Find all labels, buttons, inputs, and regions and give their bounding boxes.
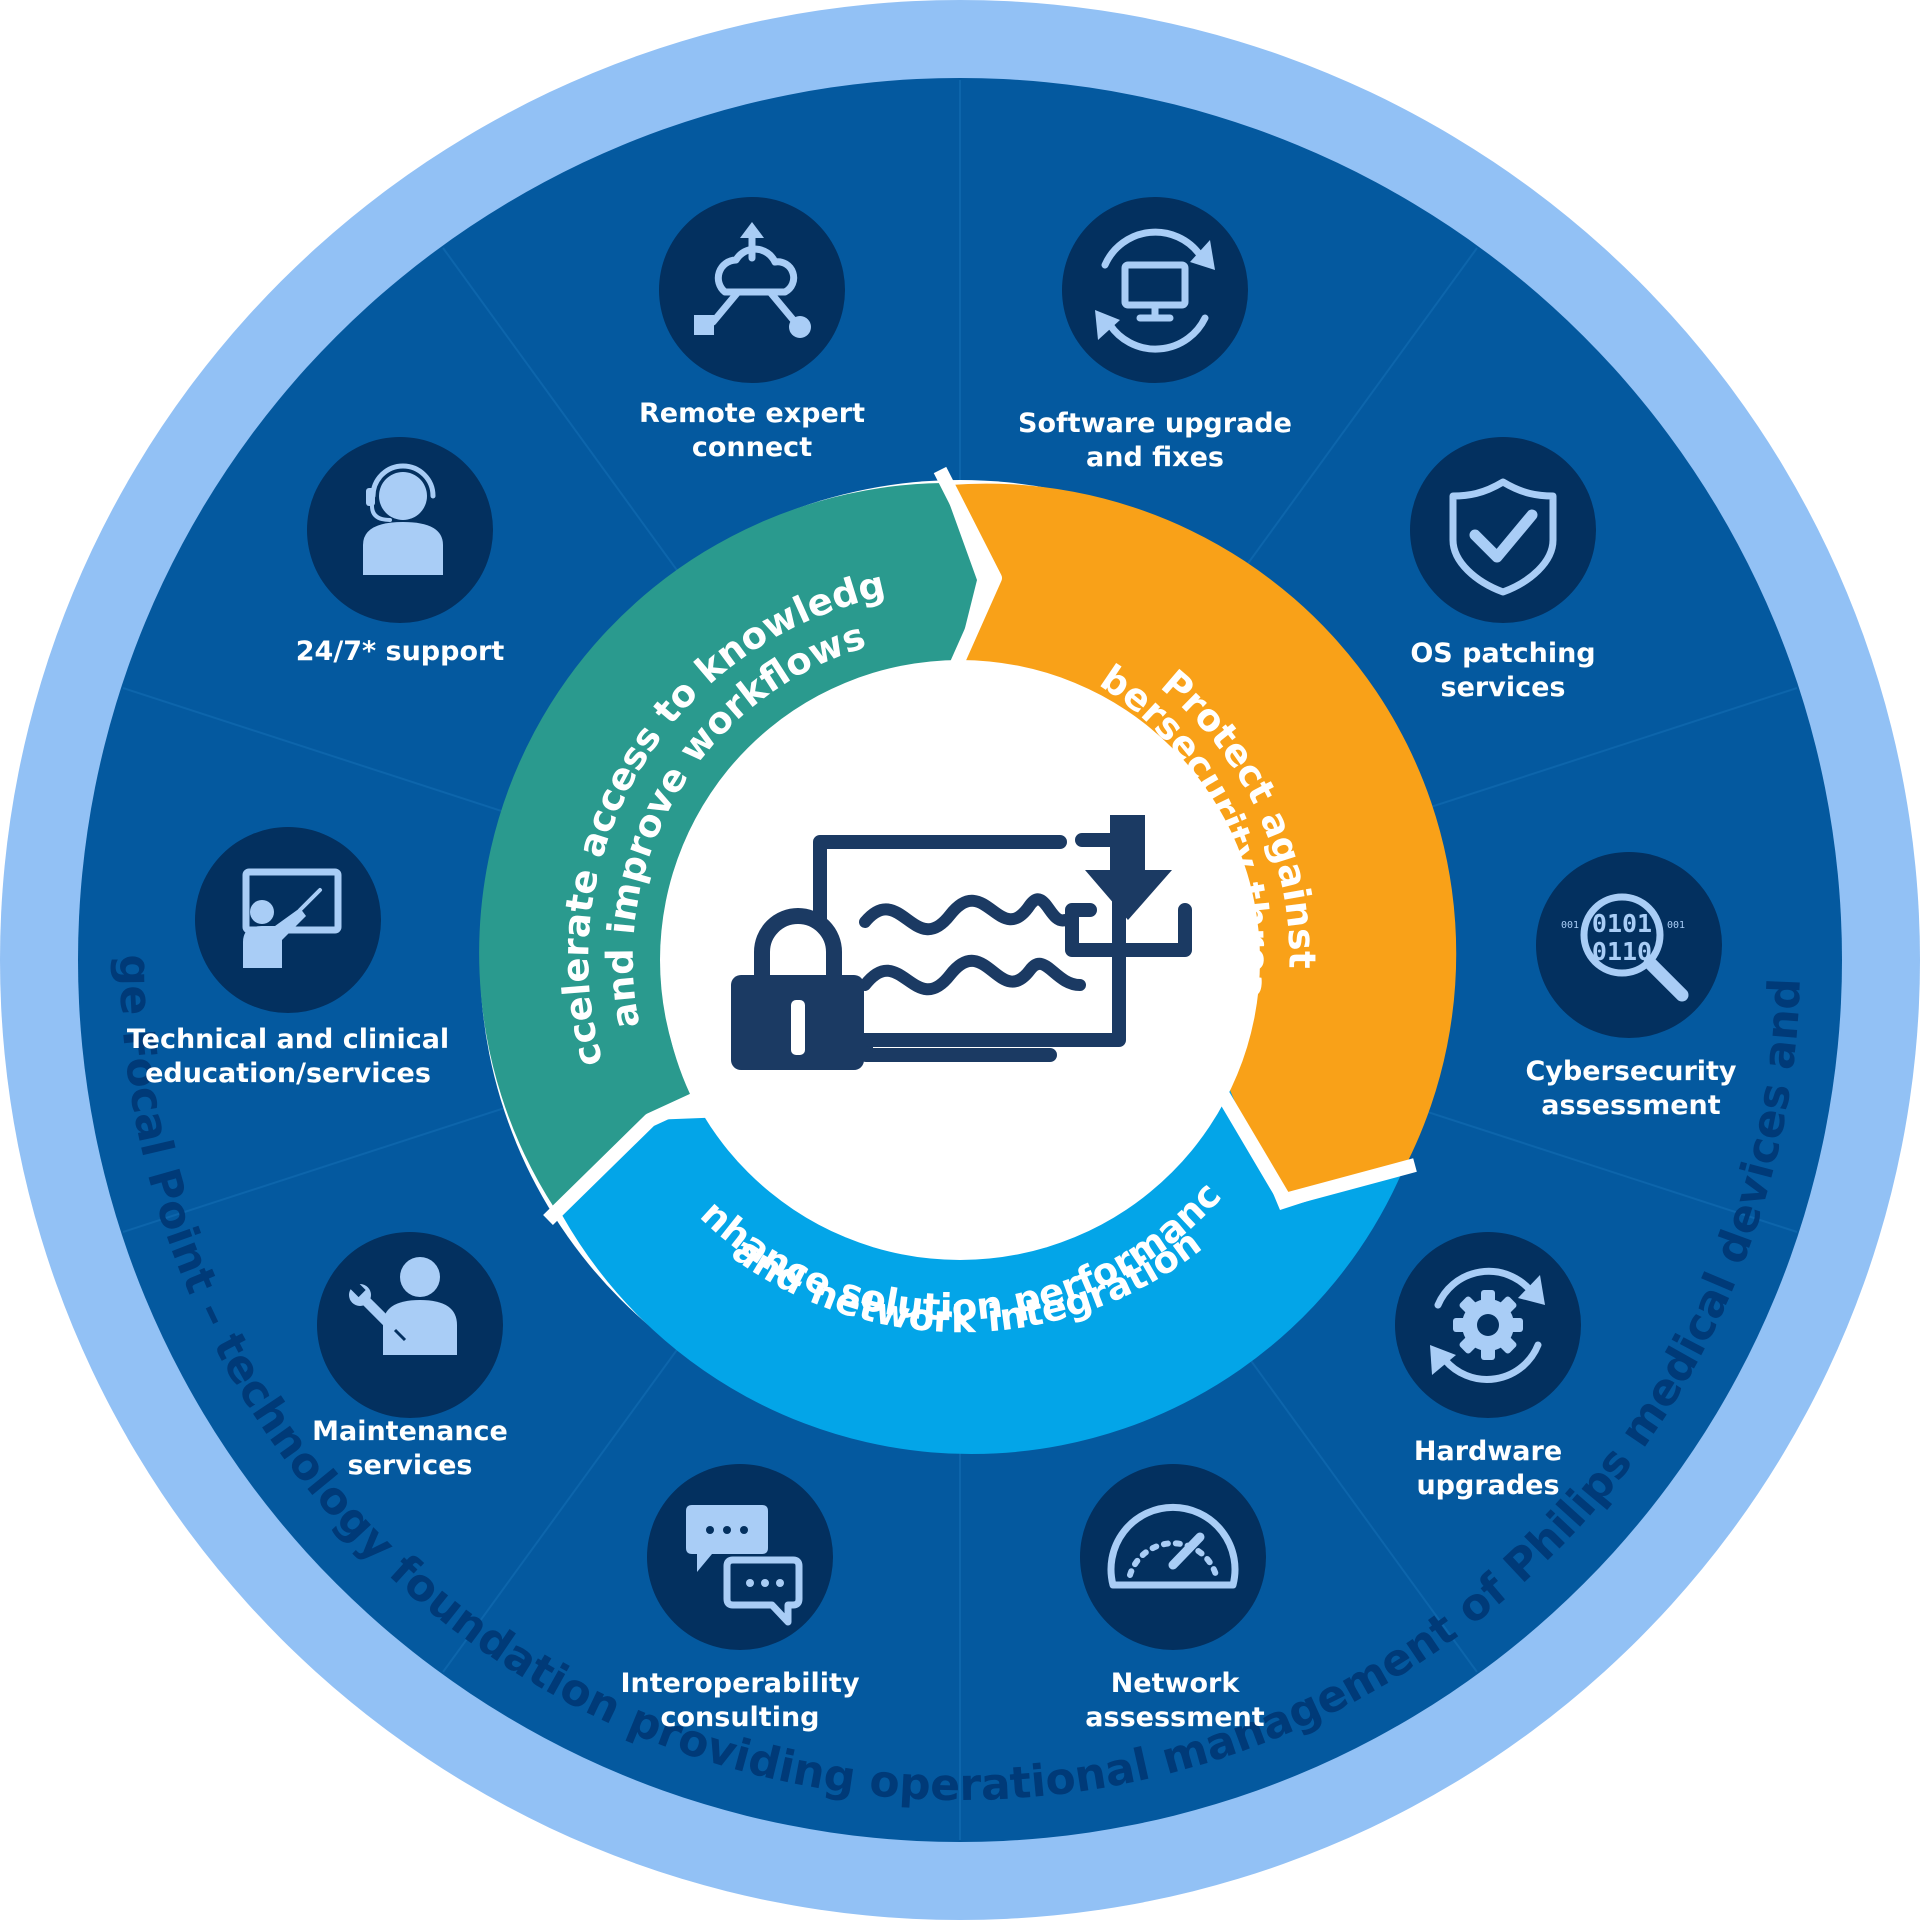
service-network-assessment[interactable]: Network assessment — [1080, 1464, 1266, 1733]
service-icon-circle — [1062, 197, 1248, 383]
person-wrench-icon — [349, 1257, 457, 1355]
service-label-line1: Network — [1111, 1668, 1241, 1699]
arc-knowledge — [479, 483, 977, 1209]
service-icon-circle — [1410, 437, 1596, 623]
service-maintenance[interactable]: Maintenance services — [312, 1232, 508, 1481]
arc-separators — [543, 466, 1417, 1225]
teacher-board-icon — [242, 868, 342, 968]
service-interoperability[interactable]: Interoperability consulting — [620, 1464, 860, 1733]
binary-row-2: 0110 — [1592, 937, 1652, 966]
binary-magnifier-icon: 0101 0110 001 001 — [1561, 893, 1689, 1002]
service-label-line2: education/services — [145, 1058, 431, 1089]
monitor-refresh-icon — [1095, 228, 1215, 353]
service-label-line1: Maintenance — [312, 1416, 508, 1447]
service-label-line1: Technical and clinical — [127, 1024, 449, 1055]
service-label-line1: OS patching — [1410, 638, 1595, 669]
gear-refresh-icon — [1430, 1267, 1545, 1383]
service-cybersecurity-assessment[interactable]: 0101 0110 001 001 Cybersecurity assessme… — [1525, 852, 1737, 1121]
binary-small-left: 001 — [1561, 920, 1579, 931]
service-label-line1: Hardware — [1414, 1436, 1562, 1467]
service-label-line2: services — [1441, 672, 1566, 703]
service-label-line2: upgrades — [1416, 1470, 1559, 1501]
padlock-icon — [731, 908, 864, 1070]
service-label-line2: and fixes — [1086, 442, 1224, 473]
binary-small-right: 001 — [1667, 920, 1685, 931]
arc-cybersecurity — [950, 483, 1457, 1200]
headset-agent-icon — [363, 463, 443, 575]
service-label-line2: assessment — [1085, 1702, 1264, 1733]
chat-bubbles-icon — [686, 1505, 803, 1626]
service-icon-circle — [1080, 1464, 1266, 1650]
service-hardware-upgrades[interactable]: Hardware upgrades — [1395, 1232, 1581, 1501]
service-label-line1: Interoperability — [620, 1668, 860, 1699]
service-os-patching[interactable]: OS patching services — [1410, 437, 1596, 703]
service-label-line2: connect — [692, 432, 812, 463]
service-label-line1: Cybersecurity — [1525, 1056, 1736, 1087]
shield-check-icon — [1449, 478, 1557, 596]
service-label-line1: Software upgrade — [1018, 408, 1292, 439]
service-label-line2: consulting — [660, 1702, 819, 1733]
service-label-line2: assessment — [1541, 1090, 1720, 1121]
service-label-line2: services — [348, 1450, 473, 1481]
service-label-line1: Remote expert — [639, 398, 865, 429]
service-education[interactable]: Technical and clinical education/service… — [127, 827, 449, 1089]
service-label-line1: 24/7* support — [296, 636, 505, 667]
service-software-upgrade[interactable]: Software upgrade and fixes — [1018, 197, 1292, 473]
cloud-network-icon — [694, 222, 811, 338]
service-remote-expert[interactable]: Remote expert connect — [639, 197, 865, 463]
speedometer-icon — [1107, 1503, 1239, 1589]
service-support[interactable]: 24/7* support — [296, 437, 505, 667]
download-arrow-icon — [1085, 815, 1172, 920]
binary-row-1: 0101 — [1592, 909, 1652, 938]
